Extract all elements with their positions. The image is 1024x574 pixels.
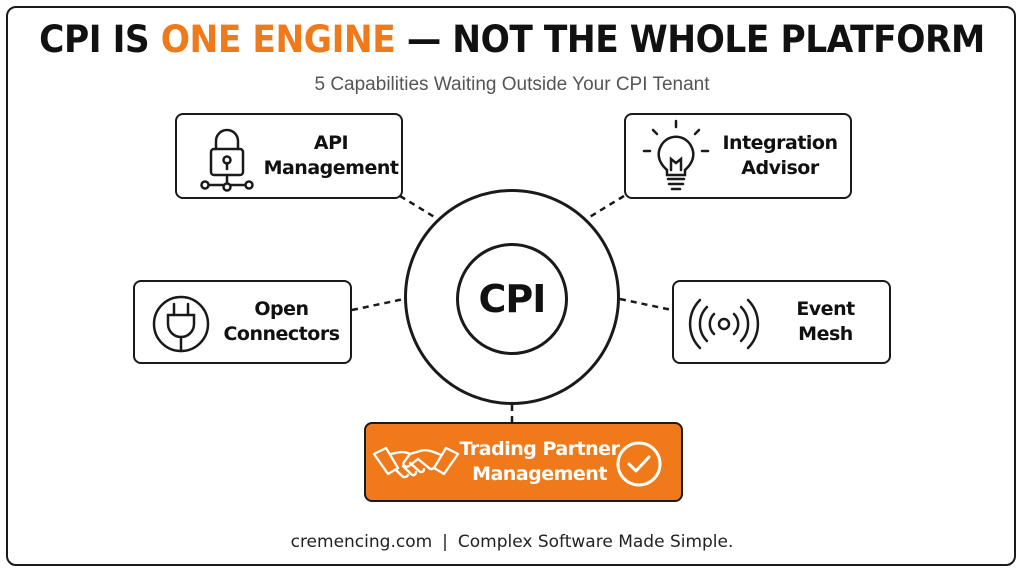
integration-advisor-line-1: Integration — [722, 132, 838, 154]
trading-partner-line-2: Management — [472, 463, 607, 485]
event-mesh-line-2: Mesh — [798, 323, 853, 345]
lightbulb-icon — [642, 119, 710, 191]
page-title: CPI IS ONE ENGINE — NOT THE WHOLE PLATFO… — [36, 16, 988, 64]
cpi-outer-ring — [404, 189, 620, 405]
connector-open-connectors — [351, 297, 405, 312]
footer-separator: | — [442, 532, 448, 552]
title-part-2: — NOT THE WHOLE PLATFORM — [395, 18, 985, 61]
handshake-icon — [372, 446, 460, 479]
event-mesh-line-1: Event — [796, 298, 855, 320]
broadcast-icon — [688, 298, 760, 350]
check-circle-icon — [616, 441, 662, 487]
title-accent: ONE ENGINE — [160, 18, 396, 61]
card-open-connectors: Open Connectors — [133, 280, 352, 364]
connector-event-mesh — [619, 297, 673, 312]
cpi-label: CPI — [478, 277, 547, 321]
card-api-management: API Management — [175, 113, 403, 199]
lock-network-icon — [200, 128, 254, 192]
api-management-line-2: Management — [263, 157, 399, 179]
api-management-line-1: API — [313, 132, 349, 154]
title-part-1: CPI IS — [39, 18, 161, 61]
cpi-core: CPI — [456, 243, 568, 355]
subtitle: 5 Capabilities Waiting Outside Your CPI … — [314, 74, 710, 95]
card-integration-advisor: Integration Advisor — [624, 113, 852, 199]
connector-integration-advisor — [587, 194, 625, 220]
card-event-mesh: Event Mesh — [672, 280, 891, 364]
integration-advisor-line-2: Advisor — [741, 157, 819, 179]
card-trading-partner-management: Trading Partner Management — [364, 422, 683, 502]
footer: cremencing.com | Complex Software Made Sim… — [0, 532, 1024, 552]
connector-api-management — [399, 194, 437, 220]
open-connectors-line-1: Open — [254, 298, 309, 320]
trading-partner-line-1: Trading Partner — [459, 438, 620, 460]
open-connectors-line-2: Connectors — [223, 323, 340, 345]
footer-tagline: Complex Software Made Simple. — [457, 532, 734, 552]
footer-site: cremencing.com — [290, 532, 433, 552]
plug-icon — [152, 295, 210, 353]
